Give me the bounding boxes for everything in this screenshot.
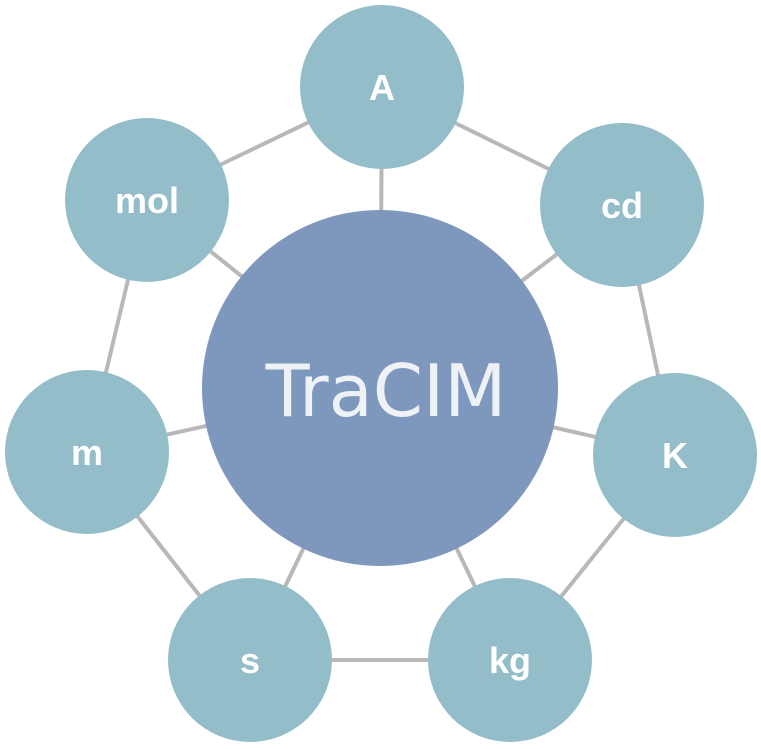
unit-node-A: A <box>300 5 464 169</box>
unit-circle-kg <box>428 578 592 742</box>
spoke-cd <box>517 250 562 285</box>
center-label: TraCIM <box>265 349 507 433</box>
unit-circle-K <box>593 373 757 537</box>
spoke-K <box>549 424 600 440</box>
unit-label-s: s <box>240 640 260 681</box>
unit-node-m: m <box>5 370 169 534</box>
unit-label-kg: kg <box>489 640 531 681</box>
unit-node-K: K <box>593 373 757 537</box>
unit-label-cd: cd <box>601 185 643 226</box>
unit-label-K: K <box>662 435 688 476</box>
spokes <box>162 164 600 591</box>
center-node: TraCIM <box>202 210 558 566</box>
unit-node-cd: cd <box>540 123 704 287</box>
unit-label-mol: mol <box>115 180 179 221</box>
unit-label-A: A <box>369 67 395 108</box>
unit-node-mol: mol <box>65 118 229 282</box>
spoke-kg <box>453 544 479 591</box>
unit-circle-mol <box>65 118 229 282</box>
unit-node-kg: kg <box>428 578 592 742</box>
unit-circle-s <box>168 578 332 742</box>
spoke-s <box>281 544 307 591</box>
unit-circle-A <box>300 5 464 169</box>
center-circle <box>202 210 558 566</box>
unit-circle-cd <box>540 123 704 287</box>
unit-circle-m <box>5 370 169 534</box>
unit-node-s: s <box>168 578 332 742</box>
unit-label-m: m <box>71 432 103 473</box>
spoke-mol <box>206 247 246 281</box>
spoke-m <box>162 423 211 438</box>
